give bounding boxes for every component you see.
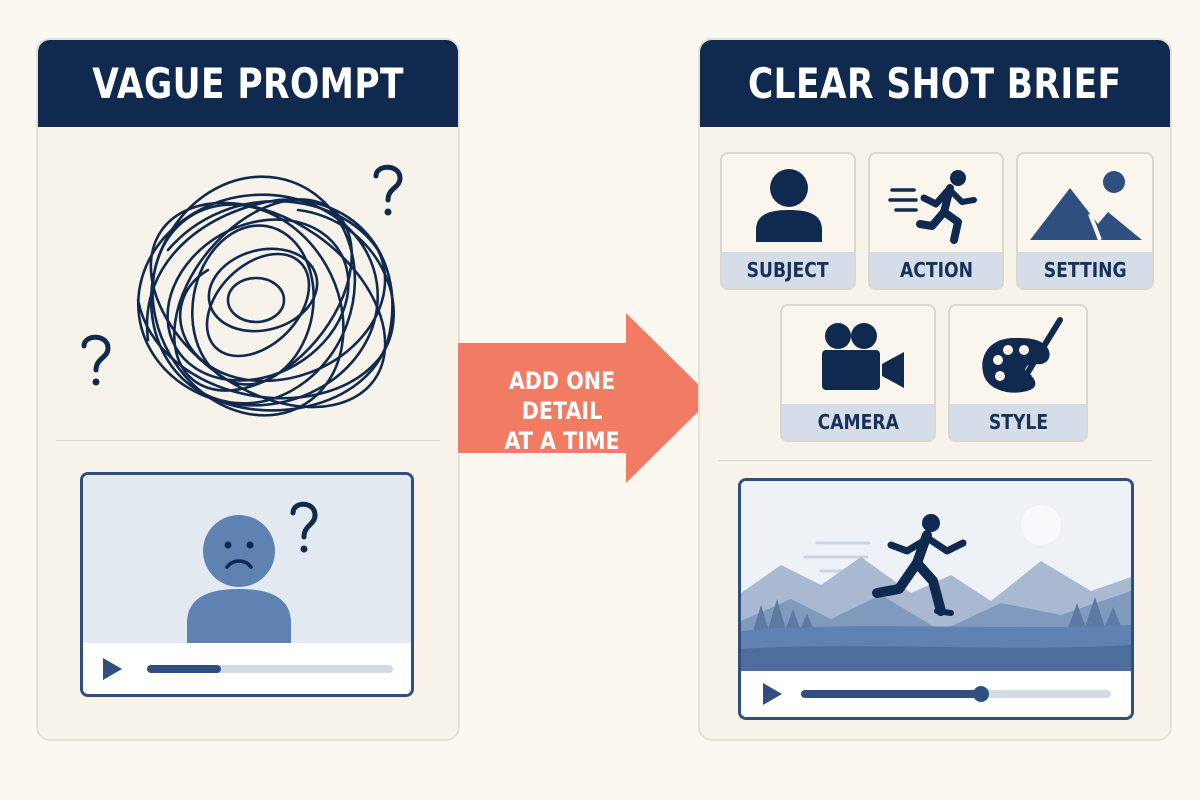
clear-shot-brief-panel: CLEAR SHOT BRIEF SUBJECT [698,38,1172,741]
vague-prompt-panel: VAGUE PROMPT [36,38,460,741]
setting-label: SETTING [1018,252,1152,288]
panel-divider [718,460,1152,461]
style-label: STYLE [950,404,1086,440]
style-card[interactable]: STYLE [948,304,1088,442]
arrow-label-line1: ADD ONE DETAIL [508,367,616,425]
video-screen [83,475,411,645]
palette-icon [982,317,1063,393]
progress-knob[interactable] [972,686,989,702]
unclear-video-player [80,472,414,697]
style-label-text: STYLE [988,410,1048,434]
runner-icon [888,170,977,244]
setting-icon-area [1018,154,1152,252]
play-button[interactable] [103,658,122,680]
subject-label-text: SUBJECT [747,258,829,282]
panel-divider [56,440,440,441]
clear-shot-brief-title-text: CLEAR SHOT BRIEF [748,59,1122,108]
mountain-icon [1030,171,1142,241]
clear-shot-brief-title: CLEAR SHOT BRIEF [700,40,1170,127]
setting-card[interactable]: SETTING [1016,152,1154,290]
vague-prompt-title-text: VAGUE PROMPT [92,59,404,108]
arrow-label-line2: AT A TIME [504,427,620,455]
style-icon-area [950,306,1086,404]
scribble-tangle-icon [136,175,395,417]
progress-fill [147,665,221,673]
setting-label-text: SETTING [1043,258,1127,282]
camera-card[interactable]: CAMERA [780,304,936,442]
camera-label: CAMERA [782,404,934,440]
progress-fill [801,690,981,698]
vague-prompt-title: VAGUE PROMPT [38,40,458,127]
camera-icon-area [782,306,934,404]
action-card[interactable]: ACTION [868,152,1004,290]
subject-card[interactable]: SUBJECT [720,152,856,290]
question-mark-icon [81,334,111,386]
video-controls [83,643,411,694]
question-mark-icon [373,164,403,216]
clear-video-player [738,478,1134,720]
action-icon-area [870,154,1002,252]
arrow-label: ADD ONE DETAIL AT A TIME [462,366,662,456]
video-screen [741,481,1131,671]
subject-icon-area [722,154,854,252]
runner-landscape-icon [741,481,1131,671]
camera-label-text: CAMERA [817,410,899,434]
video-camera-icon [822,323,904,390]
sad-person-icon [187,501,318,645]
progress-track[interactable] [801,686,1111,702]
video-controls [741,671,1131,717]
subject-label: SUBJECT [722,252,854,288]
play-button[interactable] [763,683,782,705]
action-label: ACTION [870,252,1002,288]
direction-arrow [458,313,712,483]
person-icon [756,169,822,242]
progress-track[interactable] [147,665,393,673]
action-label-text: ACTION [899,258,973,282]
